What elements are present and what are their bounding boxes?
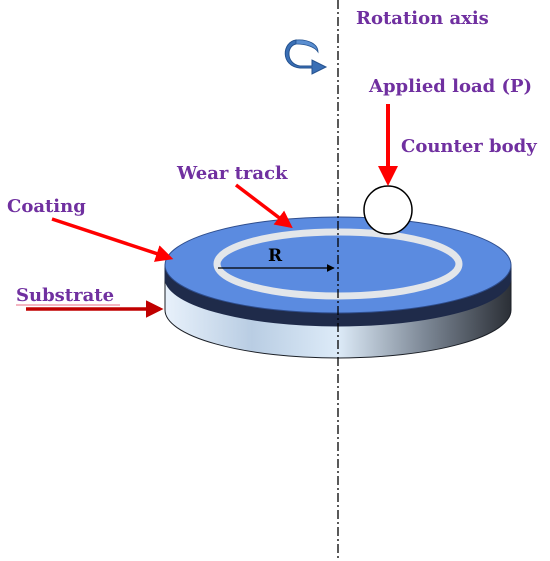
rotation-axis-label: Rotation axis <box>356 8 489 29</box>
rotation-direction-icon <box>284 39 328 75</box>
applied-load-label: Applied load (P) <box>369 76 533 97</box>
coating-label: Coating <box>7 196 86 217</box>
wear-track-label: Wear track <box>177 163 288 184</box>
substrate-label: Substrate <box>16 285 115 306</box>
radius-label: R <box>268 246 283 266</box>
counter-body-label: Counter body <box>401 136 537 157</box>
coating-pointer <box>51 217 174 262</box>
counter-body-ball <box>363 185 413 235</box>
wear-track-pointer <box>234 183 293 229</box>
